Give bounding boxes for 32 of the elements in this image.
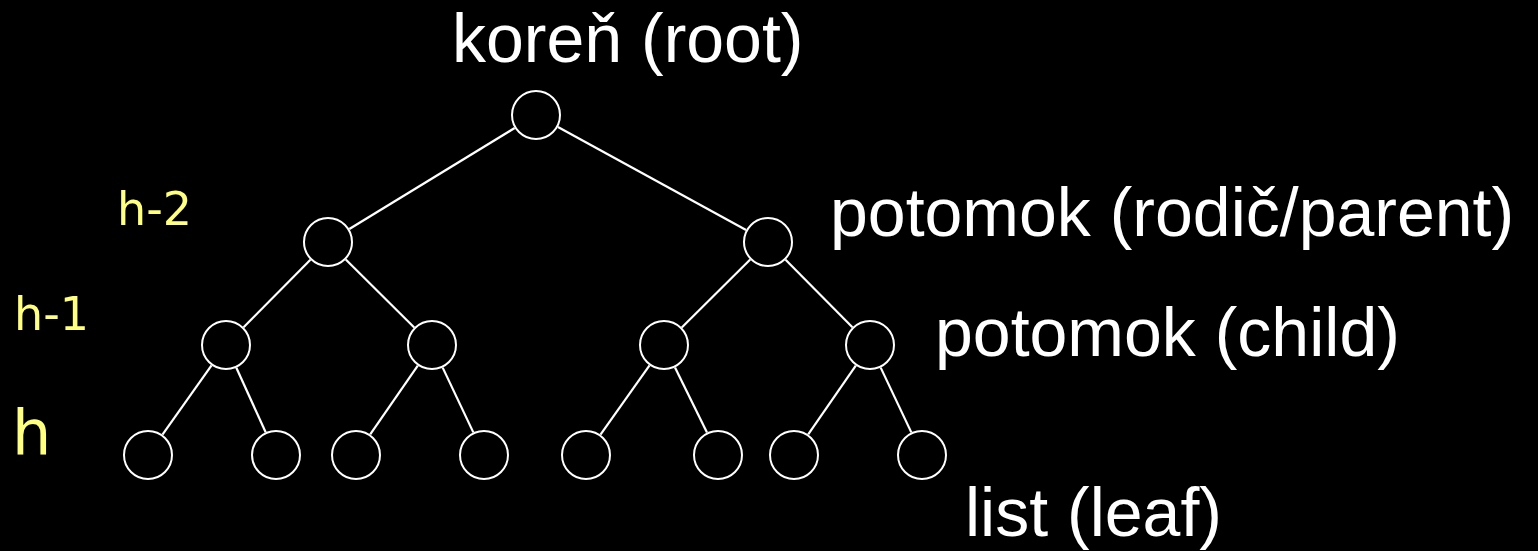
tree-node-circle [303,217,353,267]
tree-edge [369,364,419,436]
tree-edge [879,367,913,433]
tree-edge [345,258,415,329]
tree-node-circle [743,217,793,267]
tree-node-circle [511,90,561,140]
level-label: h-1 [14,291,90,337]
tree-edge [681,258,751,329]
tree-node-circle [639,320,689,370]
tree-node-circle [693,430,743,480]
tree-node-circle [407,320,457,370]
tree-node-circle [769,430,819,480]
tree-edge [784,259,854,328]
tree-edge [161,364,213,436]
level-label: h [12,402,52,464]
tree-edge [242,259,312,328]
tree-edge [441,367,475,433]
tree-edge [235,367,267,433]
tree-edge [348,127,516,230]
level-label: h-2 [117,186,193,232]
tree-node-circle [561,430,611,480]
tree-node-circle [331,430,381,480]
tree-node-circle [459,430,509,480]
tree-edge [807,364,857,436]
tree-node-circle [123,430,173,480]
tree-node-circle [201,320,251,370]
tree-node-circle [251,430,301,480]
tree-edge [557,126,747,231]
tree-node-circle [897,430,947,480]
tree-edge [599,364,651,436]
tree-node-circle [845,320,895,370]
tree-edge [674,366,708,434]
